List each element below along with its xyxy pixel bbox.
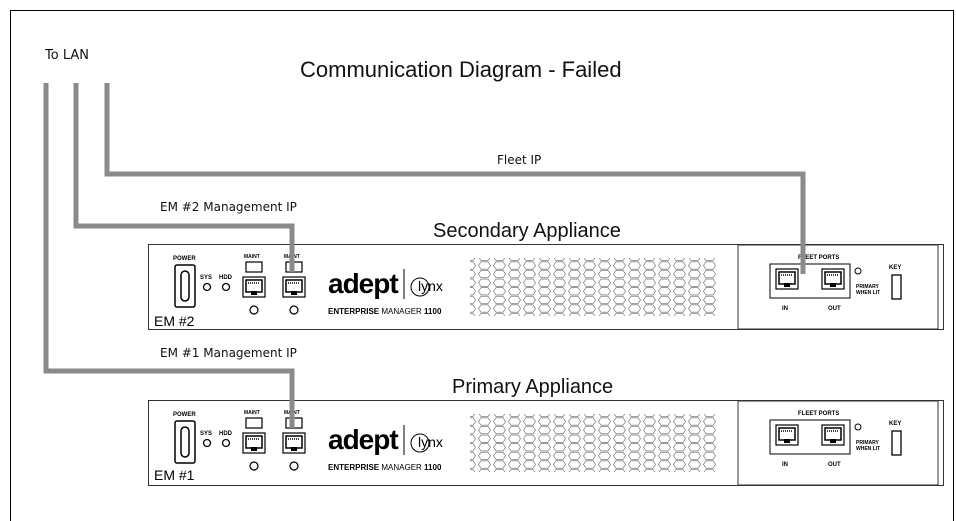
power-label: POWER: [173, 412, 196, 418]
product-name: ENTERPRISE MANAGER 1100: [328, 463, 442, 472]
hdd-label: HDD: [219, 431, 233, 437]
fleet-port-in-icon[interactable]: [775, 268, 799, 290]
vent-grille: [470, 414, 718, 472]
maint-port-2-icon[interactable]: [282, 276, 306, 298]
fleet-port-out-icon[interactable]: [821, 424, 845, 446]
secondary-appliance-title: Secondary Appliance: [433, 220, 621, 242]
sys-led-icon: [202, 438, 212, 448]
diagram-title: Communication Diagram - Failed: [300, 57, 622, 82]
sys-label: SYS: [200, 431, 212, 437]
product-name: ENTERPRISE MANAGER 1100: [328, 307, 442, 316]
hdd-led-icon: [221, 438, 231, 448]
primary-label: PRIMARY: [856, 440, 880, 446]
port-in-label: IN: [782, 306, 788, 312]
key-label: KEY: [889, 265, 901, 271]
to-lan-label: To LAN: [45, 48, 89, 63]
vent-grille: [470, 258, 718, 316]
fleet-ip-label: Fleet IP: [497, 153, 542, 167]
em2-management-ip-label: EM #2 Management IP: [160, 200, 297, 214]
fleet-port-out-icon[interactable]: [821, 268, 845, 290]
primary-appliance-title: Primary Appliance: [452, 376, 614, 398]
power-label: POWER: [173, 256, 196, 262]
sys-led-icon: [202, 282, 212, 292]
maint-label-1: MAINT: [244, 410, 260, 416]
maint-port-1-icon[interactable]: [242, 432, 266, 454]
secondary-appliance: POWER SYS HDD MAINT MAINT EM #2 adept ly…: [148, 244, 944, 330]
diagram-frame: [10, 10, 954, 521]
primary-label: PRIMARY: [856, 284, 880, 290]
when-lit-label: WHEN LIT: [856, 446, 880, 452]
port-out-label: OUT: [828, 306, 841, 312]
key-slot-icon[interactable]: [891, 274, 902, 300]
key-label: KEY: [889, 421, 901, 427]
port-out-label: OUT: [828, 462, 841, 468]
em1-management-ip-label: EM #1 Management IP: [160, 346, 297, 360]
port-in-label: IN: [782, 462, 788, 468]
primary-led-icon: [854, 267, 862, 275]
maint-label-2: MAINT: [284, 254, 300, 260]
em-label: EM #1: [154, 467, 195, 483]
fleet-ports-label: FLEET PORTS: [798, 255, 839, 261]
adept-logo: adept: [328, 424, 398, 455]
maint-label-1: MAINT: [244, 254, 260, 260]
fleet-ports-label: FLEET PORTS: [798, 411, 839, 417]
lynx-logo-icon: [410, 433, 430, 453]
maint-port-2-icon[interactable]: [282, 432, 306, 454]
hdd-led-icon: [221, 282, 231, 292]
fleet-port-in-icon[interactable]: [775, 424, 799, 446]
adept-logo: adept: [328, 268, 398, 299]
sys-label: SYS: [200, 275, 212, 281]
primary-appliance: POWER SYS HDD MAINT MAINT EM #1 adept ly…: [148, 400, 944, 486]
hdd-label: HDD: [219, 275, 233, 281]
primary-led-icon: [854, 423, 862, 431]
maint-port-1-icon[interactable]: [242, 276, 266, 298]
key-slot-icon[interactable]: [891, 430, 902, 456]
lynx-logo: lynx: [418, 434, 443, 450]
when-lit-label: WHEN LIT: [856, 290, 880, 296]
maint-label-2: MAINT: [284, 410, 300, 416]
lynx-logo-icon: [410, 277, 430, 297]
lynx-logo: lynx: [418, 278, 443, 294]
em-label: EM #2: [154, 313, 195, 329]
